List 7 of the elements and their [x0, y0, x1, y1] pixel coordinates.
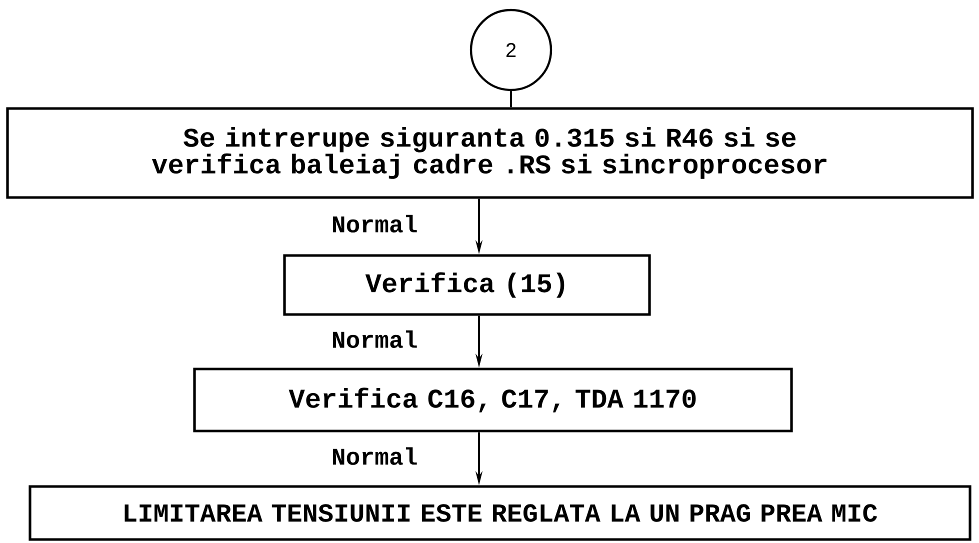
edge-label: Normal	[330, 214, 419, 234]
edge-label: Normal	[330, 446, 419, 466]
process-box: LIMITAREA TENSIUNII ESTE REGLATA LA UN PRAG PREA MIC	[28, 485, 972, 541]
process-box: Verifica C16, C17, TDA 1170	[193, 368, 793, 432]
process-box: Verifica (15)	[283, 254, 651, 316]
edge-label: Normal	[330, 329, 419, 349]
process-box: Se intrerupe siguranta 0.315 si R46 si se verifica baleiaj cadre .RS si sincroprocesor	[6, 107, 974, 199]
